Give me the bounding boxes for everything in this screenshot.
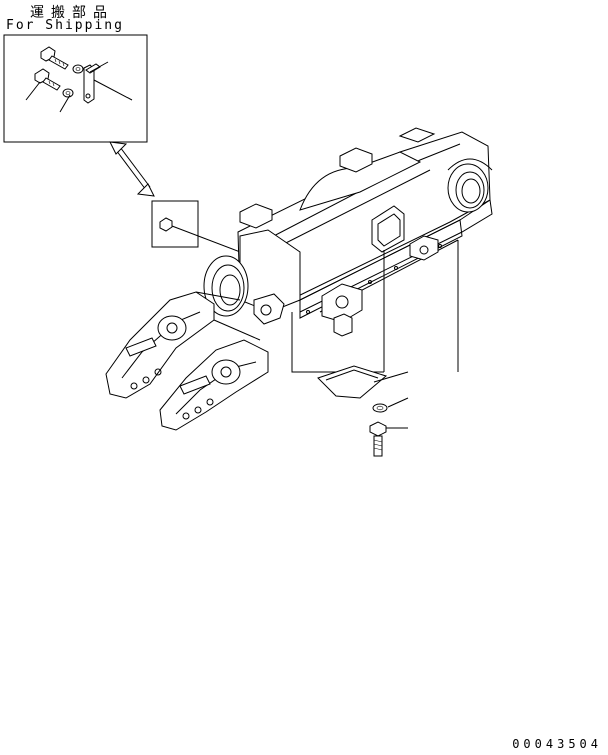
shipping-parts-inset xyxy=(3,34,148,143)
inset-leader-4 xyxy=(93,79,133,101)
inset-bolt-lower xyxy=(34,68,74,98)
track-frame xyxy=(105,127,493,431)
cover-bolt xyxy=(369,421,387,457)
inset-leader-1 xyxy=(25,81,41,101)
inset-bolt-upper xyxy=(40,46,84,74)
cover-leader xyxy=(373,371,409,383)
inset-leader-3 xyxy=(89,61,109,73)
inset-bracket xyxy=(83,63,101,104)
cover-plate xyxy=(317,365,388,399)
cover-plate-assembly xyxy=(317,365,409,457)
double-arrow xyxy=(109,141,155,197)
drawing-number: 00043504 xyxy=(512,737,602,751)
shipping-parts-label-en: For Shipping xyxy=(6,18,124,33)
inset-leader-2 xyxy=(59,94,71,113)
cover-washer xyxy=(372,403,388,413)
inset-frame xyxy=(3,34,148,143)
washer-leader xyxy=(387,397,409,408)
shipping-parts-label-jp: 運搬部品 xyxy=(30,5,114,21)
